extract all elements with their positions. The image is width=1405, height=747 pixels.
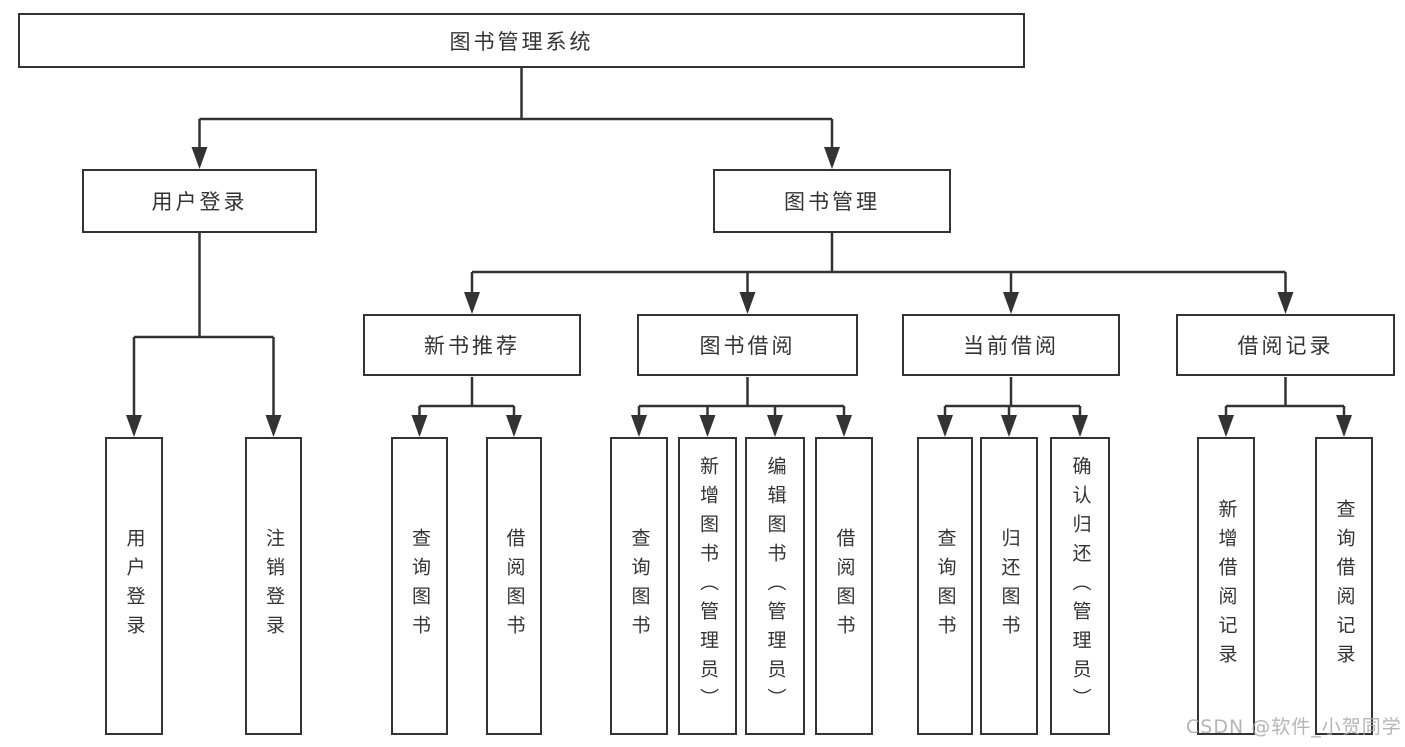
node-label: 图书借阅 — [699, 334, 796, 358]
leaf-add-borrow-record: 新增借阅记录 — [1197, 437, 1255, 735]
node-user-login-branch: 用户登录 — [82, 169, 317, 233]
leaf-return-books: 归还图书 — [980, 437, 1038, 735]
node-library-management-system: 图书管理系统 — [18, 13, 1025, 68]
node-label: 图书管理系统 — [449, 29, 594, 54]
node-label: 借阅图书 — [503, 528, 526, 644]
leaf-borrow-books-recommend: 借阅图书 — [486, 437, 542, 735]
node-label: 图书管理 — [784, 190, 880, 214]
node-book-borrowing: 图书借阅 — [637, 314, 858, 376]
node-label: 借阅记录 — [1237, 334, 1334, 358]
node-label: 新增借阅记录 — [1215, 499, 1238, 673]
leaf-confirm-return-admin: 确认归还（管理员） — [1050, 437, 1110, 735]
node-label: 当前借阅 — [963, 334, 1059, 358]
leaf-user-login: 用户登录 — [105, 437, 163, 735]
leaf-borrow-books: 借阅图书 — [815, 437, 873, 735]
node-label: 新书推荐 — [424, 334, 520, 358]
leaf-query-books-current: 查询图书 — [917, 437, 973, 735]
node-new-book-recommend: 新书推荐 — [363, 314, 581, 376]
node-label: 用户登录 — [123, 528, 146, 644]
node-label: 查询图书 — [934, 528, 957, 644]
node-label: 查询图书 — [409, 528, 431, 644]
leaf-edit-books-admin: 编辑图书（管理员） — [745, 437, 805, 735]
csdn-watermark: CSDN @软件_小贺同学 — [1186, 716, 1402, 738]
node-label: 注销登录 — [263, 528, 285, 644]
node-label: 用户登录 — [151, 190, 248, 214]
node-label: 确认归还（管理员） — [1069, 455, 1092, 717]
node-label: 新增图书（管理员） — [697, 455, 719, 717]
node-label: 编辑图书（管理员） — [764, 455, 787, 717]
leaf-query-books-recommend: 查询图书 — [391, 437, 448, 735]
node-borrowing-records: 借阅记录 — [1176, 314, 1395, 376]
leaf-add-books-admin: 新增图书（管理员） — [678, 437, 737, 735]
node-book-management-branch: 图书管理 — [713, 169, 951, 233]
arrowhead-icons — [126, 147, 1352, 437]
node-current-borrowing: 当前借阅 — [902, 314, 1120, 376]
node-label: 归还图书 — [998, 528, 1021, 644]
node-label: 借阅图书 — [833, 528, 856, 644]
leaf-query-borrow-record: 查询借阅记录 — [1315, 437, 1373, 735]
leaf-logout: 注销登录 — [245, 437, 302, 735]
node-label: 查询借阅记录 — [1333, 499, 1356, 673]
connector-segments — [132, 68, 1346, 434]
node-label: 查询图书 — [628, 528, 651, 644]
leaf-query-books-borrowing: 查询图书 — [610, 437, 668, 735]
